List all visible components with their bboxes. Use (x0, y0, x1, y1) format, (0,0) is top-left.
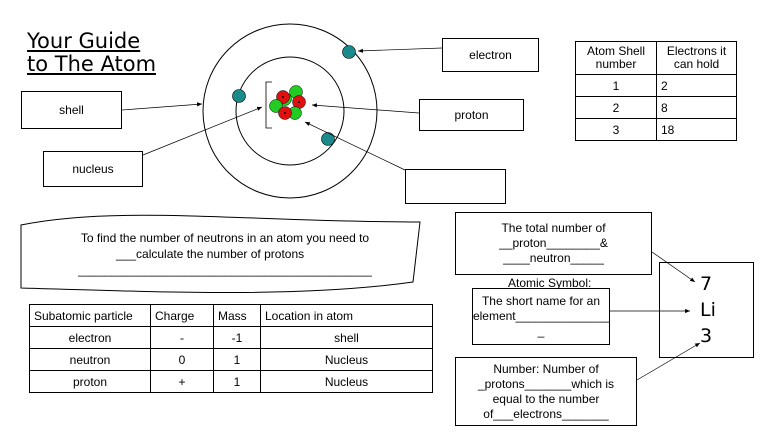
column-header: Mass (213, 304, 261, 327)
subatomic-particle-table: Subatomic particle Charge Mass Location … (29, 304, 433, 393)
shell-capacity-table: Atom Shell number Electrons it can hold … (575, 41, 737, 141)
column-header: Electrons it can hold (656, 41, 737, 75)
page-title: Your Guide to The Atom (27, 30, 156, 76)
electron-particle (342, 45, 356, 59)
nucleus-bracket (265, 81, 272, 129)
table-cell: 0 (150, 348, 214, 371)
nucleus (269, 85, 306, 120)
neutron-note-line-1: To find the number of neutrons in an ato… (80, 231, 370, 245)
table-cell: + (150, 370, 214, 393)
mass-number-arrow (651, 251, 696, 283)
table-row: 1 2 (575, 74, 737, 97)
electron-particle (321, 132, 335, 146)
outer-shell (202, 23, 378, 199)
table-cell: shell (260, 326, 433, 349)
atomic-number-value: 3 (700, 325, 713, 347)
table-row: neutron 0 1 Nucleus (29, 348, 433, 371)
table-row: 3 18 (575, 118, 737, 141)
mass-number-line-3: ____neutron_____ (503, 251, 604, 265)
proton-arrow (311, 103, 420, 114)
atomic-symbol-heading: Atomic Symbol: (508, 276, 592, 290)
proton-center-dot (284, 112, 286, 114)
atomic-number-arrow (636, 342, 701, 381)
table-row: proton + 1 Nucleus (29, 370, 433, 393)
neutron-note: To find the number of neutrons in an ato… (40, 230, 410, 278)
atomic-number-line-3: equal to the number (492, 391, 600, 406)
nucleus-arrow (142, 106, 263, 156)
inner-shell (235, 56, 345, 166)
shell-arrow (121, 102, 203, 111)
table-header-row: Atom Shell number Electrons it can hold (575, 41, 737, 75)
electron-particle (232, 89, 246, 103)
blank-answer-box[interactable] (405, 169, 506, 204)
electron-arrow (357, 47, 443, 53)
atomic-symbol-line-2: element______________ (472, 309, 610, 323)
shell-label: shell (21, 91, 122, 129)
blank-label-arrow (304, 121, 406, 171)
nucleus-label: nucleus (43, 151, 143, 187)
table-row: 2 8 (575, 96, 737, 119)
electron-label: electron (442, 38, 539, 72)
proton-center-dot (282, 96, 284, 98)
neutron-note-line-3: ________________________________________… (78, 263, 372, 277)
column-header: Charge (150, 304, 214, 327)
atomic-symbol-line-1: The short name for an (481, 294, 601, 308)
table-cell: 1 (213, 370, 261, 393)
mass-number-line-2: __proton________& (499, 236, 608, 250)
neutron-particle (269, 99, 283, 113)
atomic-symbol-line-3: _ (537, 324, 545, 338)
element-notation-box: 7 Li 3 (659, 262, 754, 358)
title-line-2: to The Atom (27, 52, 157, 76)
scroll-banner (20, 214, 421, 293)
table-cell: 2 (575, 96, 657, 119)
atomic-number-line-2: _protons_______which is (477, 376, 615, 391)
title-line-1: Your Guide (27, 29, 141, 53)
atomic-number-box: Number: Number of _protons_______which i… (455, 357, 637, 426)
table-cell: proton (29, 370, 151, 393)
column-header: Subatomic particle (29, 304, 151, 327)
column-header: Location in atom (260, 304, 433, 327)
neutron-note-line-2: ___calculate the number of protons (116, 247, 305, 261)
column-header: Atom Shell number (575, 41, 657, 75)
table-cell: 1 (213, 348, 261, 371)
table-cell: - (150, 326, 214, 349)
table-cell: -1 (213, 326, 261, 349)
mass-number-line-1: The total number of (501, 221, 606, 235)
table-cell: 18 (656, 118, 737, 141)
atomic-number-line-1: Number: Number of (493, 361, 599, 376)
element-symbol: Li (700, 299, 716, 321)
table-cell: 8 (656, 96, 737, 119)
table-cell: electron (29, 326, 151, 349)
mass-number-value: 7 (700, 273, 713, 295)
table-cell: Nucleus (260, 348, 433, 371)
table-header-row: Subatomic particle Charge Mass Location … (29, 304, 433, 327)
table-row: electron - -1 shell (29, 326, 433, 349)
table-cell: 2 (656, 74, 737, 97)
table-cell: 3 (575, 118, 657, 141)
atomic-symbol-box: The short name for an element___________… (472, 288, 610, 345)
proton-label: proton (419, 99, 524, 131)
proton-center-dot (298, 101, 300, 103)
mass-number-box: The total number of __proton________& __… (455, 212, 652, 275)
table-cell: neutron (29, 348, 151, 371)
table-cell: Nucleus (260, 370, 433, 393)
atomic-number-line-4: of___electrons_______ (483, 406, 609, 421)
table-cell: 1 (575, 74, 657, 97)
